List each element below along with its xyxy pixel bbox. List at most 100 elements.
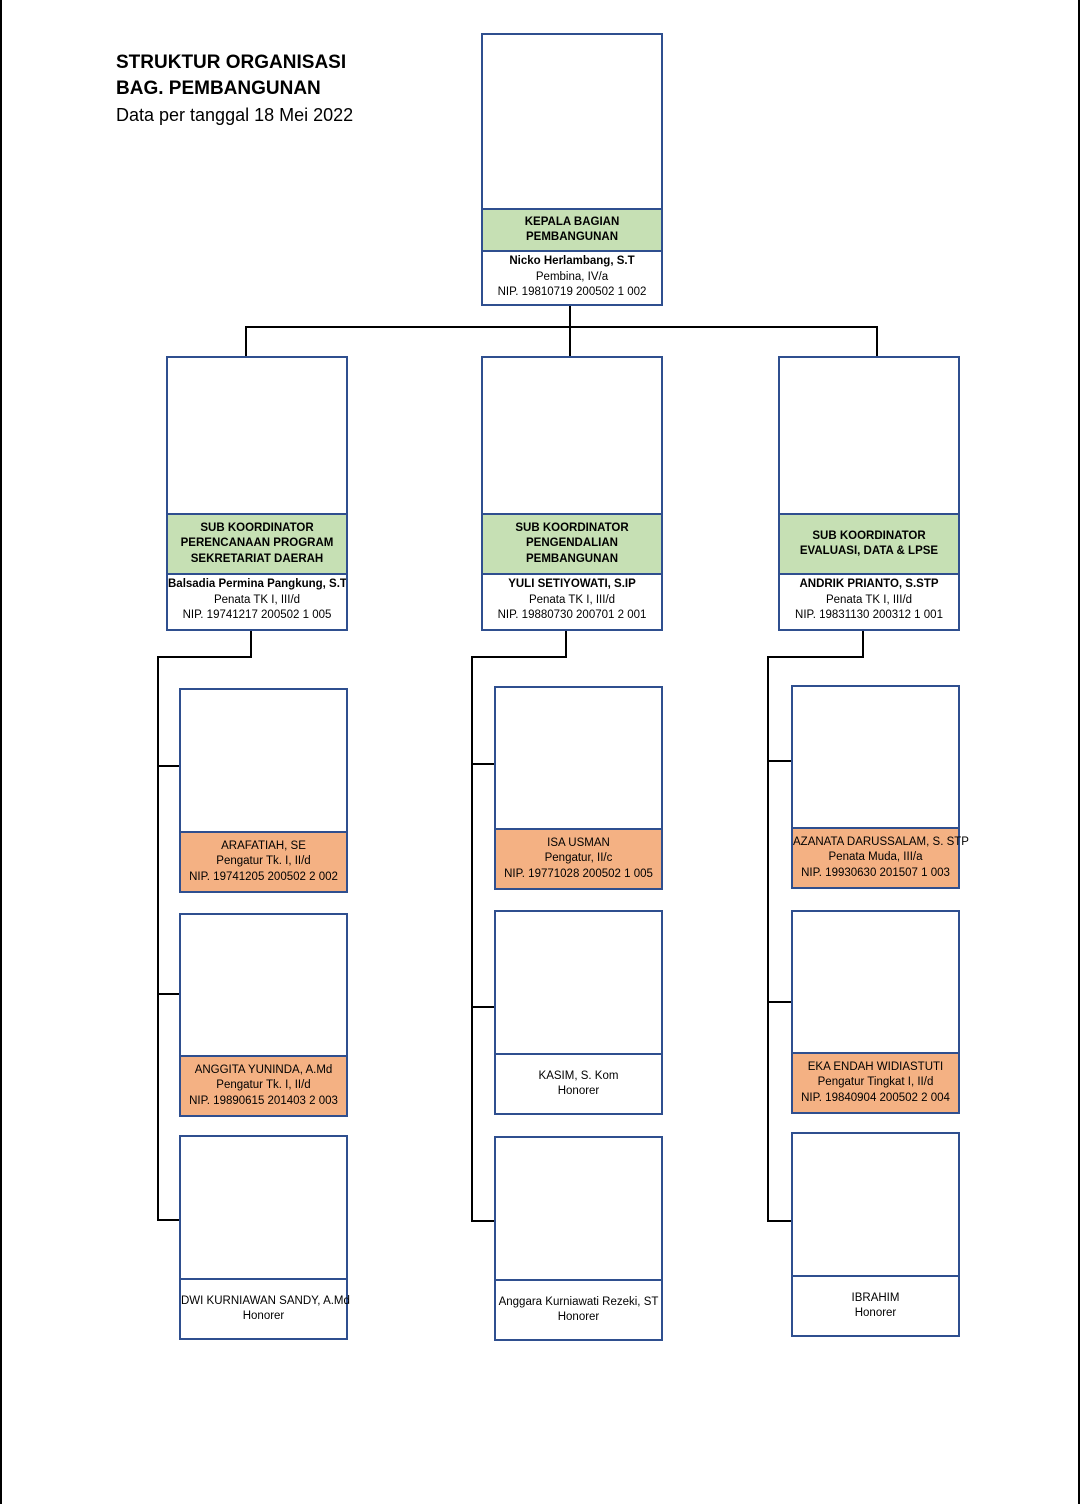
photo-placeholder: [496, 912, 661, 1053]
person-name: Nicko Herlambang, S.T: [509, 255, 635, 267]
position-line: SEKRETARIAT DAERAH: [190, 552, 324, 565]
staff-info: ISA USMAN Pengatur, II/c NIP. 19771028 2…: [496, 828, 661, 888]
staff-name: AZANATA DARUSSALAM, S. STP: [793, 835, 969, 848]
staff-rank: Pengatur, II/c: [544, 852, 613, 865]
person-rank: Penata TK I, III/d: [528, 593, 616, 606]
connector-line: [471, 763, 496, 765]
staff-rank: Penata Muda, III/a: [828, 851, 923, 864]
connector-line: [471, 1220, 496, 1222]
connector-line: [862, 630, 864, 658]
staff-rank: Pengatur Tingkat I, II/d: [817, 1076, 934, 1089]
staff-info: EKA ENDAH WIDIASTUTI Pengatur Tingkat I,…: [793, 1052, 958, 1112]
staff-info: DWI KURNIAWAN SANDY, A.Md Honorer: [181, 1278, 350, 1338]
staff-rank: Honorer: [557, 1311, 600, 1323]
staff-nip: NIP. 19930630 201507 1 003: [801, 866, 950, 879]
staff-nip: NIP. 19890615 201403 2 003: [189, 1094, 338, 1107]
staff-name: KASIM, S. Kom: [538, 1069, 619, 1082]
staff-card: KASIM, S. Kom Honorer: [494, 910, 663, 1115]
position-title: SUB KOORDINATOR PERENCANAAN PROGRAM SEKR…: [168, 513, 346, 575]
connector-line: [565, 630, 567, 658]
photo-placeholder: [793, 912, 958, 1052]
position-line: PERENCANAAN PROGRAM: [180, 537, 334, 550]
staff-name: ARAFATIAH, SE: [221, 839, 306, 852]
staff-name: DWI KURNIAWAN SANDY, A.Md: [181, 1294, 350, 1307]
connector-line: [767, 1001, 793, 1003]
staff-rank: Honorer: [242, 1310, 285, 1322]
page-left-edge: [0, 0, 2, 1504]
staff-info: ANGGITA YUNINDA, A.Md Pengatur Tk. I, II…: [181, 1055, 346, 1115]
connector-line: [767, 1220, 793, 1222]
sub-coordinator-card: SUB KOORDINATOR EVALUASI, DATA & LPSE AN…: [778, 356, 960, 631]
person-info: ANDRIK PRIANTO, S.STP Penata TK I, III/d…: [780, 575, 958, 629]
photo-placeholder: [780, 358, 958, 513]
staff-card: IBRAHIM Honorer: [791, 1132, 960, 1337]
staff-name: Anggara Kurniawati Rezeki, ST: [498, 1295, 659, 1308]
chart-title: STRUKTUR ORGANISASI: [116, 52, 347, 73]
staff-name: ANGGITA YUNINDA, A.Md: [194, 1063, 333, 1076]
staff-name: IBRAHIM: [851, 1291, 900, 1304]
position-line: EVALUASI, DATA & LPSE: [799, 545, 939, 557]
person-rank: Pembina, IV/a: [535, 270, 609, 283]
connector-line: [157, 1219, 181, 1221]
person-info: YULI SETIYOWATI, S.IP Penata TK I, III/d…: [483, 575, 661, 629]
position-line: SUB KOORDINATOR: [200, 521, 314, 534]
position-line: PEMBANGUNAN: [526, 231, 618, 243]
staff-info: IBRAHIM Honorer: [793, 1275, 958, 1335]
chart-date: Data per tanggal 18 Mei 2022: [116, 105, 354, 125]
connector-line: [767, 656, 864, 658]
person-name: YULI SETIYOWATI, S.IP: [508, 578, 636, 590]
position-title: SUB KOORDINATOR PENGENDALIAN PEMBANGUNAN: [483, 513, 661, 575]
staff-nip: NIP. 19741205 200502 2 002: [189, 870, 338, 883]
connector-line: [767, 656, 769, 1222]
page-right-edge: [1078, 0, 1080, 1504]
position-title: KEPALA BAGIAN PEMBANGUNAN: [483, 208, 661, 252]
staff-card: ANGGITA YUNINDA, A.Md Pengatur Tk. I, II…: [179, 913, 348, 1117]
connector-line: [157, 993, 181, 995]
staff-info: KASIM, S. Kom Honorer: [496, 1053, 661, 1113]
staff-rank: Honorer: [557, 1085, 600, 1097]
staff-info: Anggara Kurniawati Rezeki, ST Honorer: [496, 1279, 661, 1339]
connector-line: [471, 656, 473, 1222]
staff-card: ARAFATIAH, SE Pengatur Tk. I, II/d NIP. …: [179, 688, 348, 893]
staff-rank: Pengatur Tk. I, II/d: [216, 1079, 311, 1092]
photo-placeholder: [496, 1138, 661, 1279]
person-nip: NIP. 19741217 200502 1 005: [182, 609, 332, 621]
staff-info: ARAFATIAH, SE Pengatur Tk. I, II/d NIP. …: [181, 831, 346, 891]
staff-rank: Pengatur Tk. I, II/d: [216, 855, 311, 868]
photo-placeholder: [483, 35, 661, 208]
photo-placeholder: [793, 687, 958, 827]
person-info: Balsadia Permina Pangkung, S.T Penata TK…: [168, 575, 346, 629]
connector-line: [569, 326, 571, 356]
connector-line: [767, 760, 793, 762]
staff-card: ISA USMAN Pengatur, II/c NIP. 19771028 2…: [494, 686, 663, 890]
person-nip: NIP. 19880730 200701 2 001: [497, 609, 647, 621]
staff-nip: NIP. 19840904 200502 2 004: [801, 1091, 950, 1104]
person-info: Nicko Herlambang, S.T Pembina, IV/a NIP.…: [483, 252, 661, 304]
connector-line: [569, 305, 571, 327]
person-nip: NIP. 19831130 200312 1 001: [795, 609, 943, 621]
position-line: SUB KOORDINATOR: [812, 529, 926, 542]
connector-line: [471, 1006, 496, 1008]
position-line: PEMBANGUNAN: [526, 552, 618, 565]
staff-nip: NIP. 19771028 200502 1 005: [504, 867, 653, 880]
sub-coordinator-card: SUB KOORDINATOR PENGENDALIAN PEMBANGUNAN…: [481, 356, 663, 631]
photo-placeholder: [483, 358, 661, 513]
staff-name: EKA ENDAH WIDIASTUTI: [807, 1060, 944, 1073]
position-line: PENGENDALIAN: [525, 537, 618, 550]
connector-line: [245, 326, 247, 356]
staff-card: Anggara Kurniawati Rezeki, ST Honorer: [494, 1136, 663, 1341]
staff-rank: Honorer: [854, 1307, 897, 1319]
connector-line: [250, 630, 252, 658]
staff-card: AZANATA DARUSSALAM, S. STP Penata Muda, …: [791, 685, 969, 889]
position-title: SUB KOORDINATOR EVALUASI, DATA & LPSE: [780, 513, 958, 575]
staff-name: ISA USMAN: [547, 836, 610, 849]
photo-placeholder: [181, 690, 346, 831]
connector-line: [245, 326, 878, 328]
photo-placeholder: [181, 915, 346, 1055]
connector-line: [157, 765, 181, 767]
person-rank: Penata TK I, III/d: [213, 593, 301, 606]
photo-placeholder: [496, 688, 661, 828]
staff-card: DWI KURNIAWAN SANDY, A.Md Honorer: [179, 1135, 350, 1340]
chart-subtitle: BAG. PEMBANGUNAN: [116, 78, 321, 99]
person-nip: NIP. 19810719 200502 1 002: [497, 286, 647, 298]
